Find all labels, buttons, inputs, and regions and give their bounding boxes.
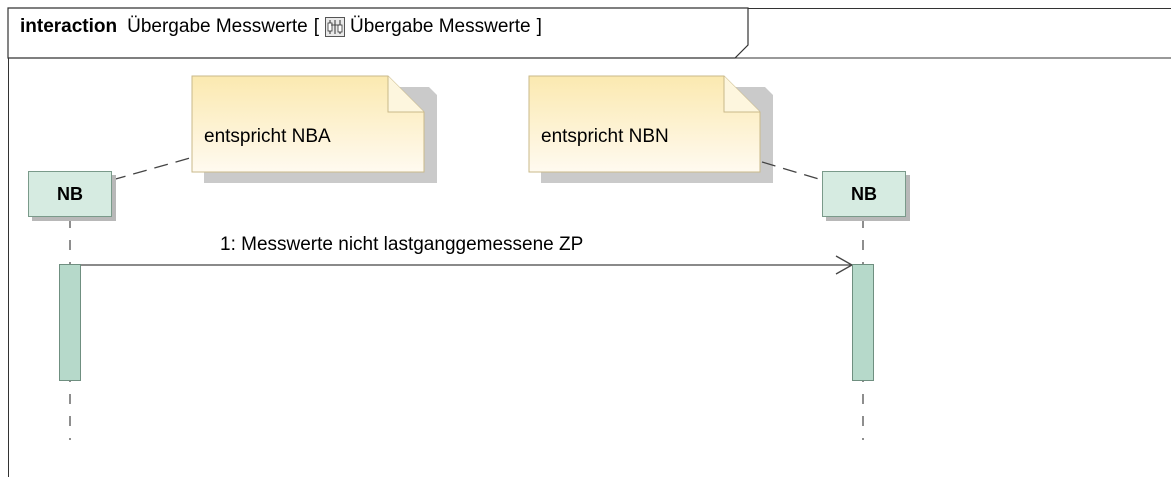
note-2[interactable]: entspricht NBN: [529, 76, 760, 172]
bracket-open: [: [313, 16, 319, 37]
frame-keyword: interaction: [20, 16, 118, 37]
interaction-diagram-icon: [325, 17, 345, 37]
note-2-shape: [528, 75, 773, 183]
note-1-connector: [111, 157, 191, 181]
note-1-text: entspricht NBA: [204, 126, 331, 147]
frame-header: interaction Übergabe Messwerte [ Übergab…: [20, 16, 542, 38]
lifeline-2-name: NB: [851, 183, 877, 204]
note-1[interactable]: entspricht NBA: [192, 76, 424, 172]
message-1-arrow: [81, 255, 854, 275]
lifeline-2-head[interactable]: NB: [822, 171, 906, 217]
lifeline-1-head[interactable]: NB: [28, 171, 112, 217]
lifeline-1-name: NB: [57, 183, 83, 204]
note-1-shape: [191, 75, 437, 183]
note-2-text: entspricht NBN: [541, 126, 669, 147]
bracket-close: ]: [536, 16, 542, 37]
frame-title: Übergabe Messwerte: [127, 16, 308, 37]
activation-bar-1[interactable]: [59, 264, 81, 381]
ref-diagram-name[interactable]: Übergabe Messwerte: [350, 16, 531, 37]
activation-bar-2[interactable]: [852, 264, 874, 381]
message-1-label[interactable]: 1: Messwerte nicht lastganggemessene ZP: [220, 234, 584, 255]
note-2-connector: [761, 161, 823, 181]
